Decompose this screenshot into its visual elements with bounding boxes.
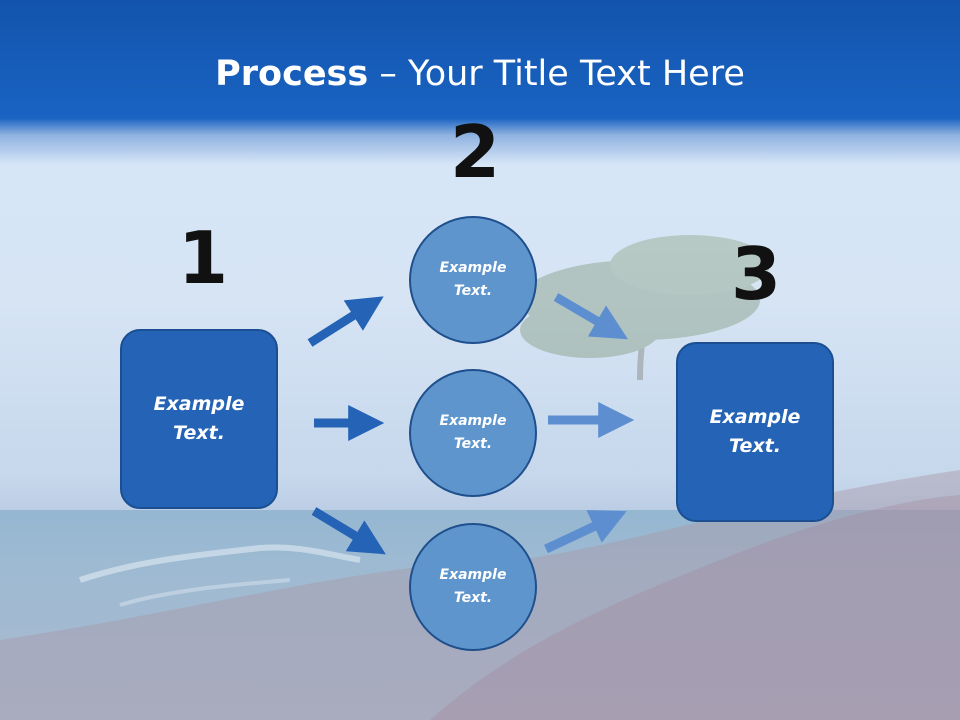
circle-bottom-line1: Example [439, 567, 507, 583]
circle-bottom: Example Text. [409, 523, 537, 651]
step-3-number: 3 [731, 232, 782, 316]
circle-bottom-line2: Text. [453, 590, 493, 606]
circle-middle-line2: Text. [453, 436, 493, 452]
arrow-left-to-bottom [311, 507, 386, 555]
tree-illustration [520, 235, 770, 381]
circle-top-line1: Example [439, 260, 507, 276]
left-box-line1: Example [153, 393, 245, 415]
left-box-line2: Text. [173, 422, 225, 444]
title-bold: Process [215, 54, 369, 94]
arrow-left-to-top [307, 296, 384, 347]
step-2-number: 2 [450, 110, 501, 194]
left-box: Example Text. [120, 329, 278, 509]
circle-top-line2: Text. [453, 283, 493, 299]
arrow-top-to-right [553, 293, 628, 340]
title-rest: – Your Title Text Here [368, 54, 745, 94]
step-1-number: 1 [178, 216, 229, 300]
slide-title: Process – Your Title Text Here [0, 52, 960, 96]
circle-middle-line1: Example [439, 413, 507, 429]
arrow-bottom-to-right [544, 510, 627, 554]
circle-top: Example Text. [409, 216, 537, 344]
right-box-line1: Example [709, 406, 801, 428]
right-box-line2: Text. [729, 435, 781, 457]
right-box: Example Text. [676, 342, 834, 522]
circle-middle: Example Text. [409, 369, 537, 497]
